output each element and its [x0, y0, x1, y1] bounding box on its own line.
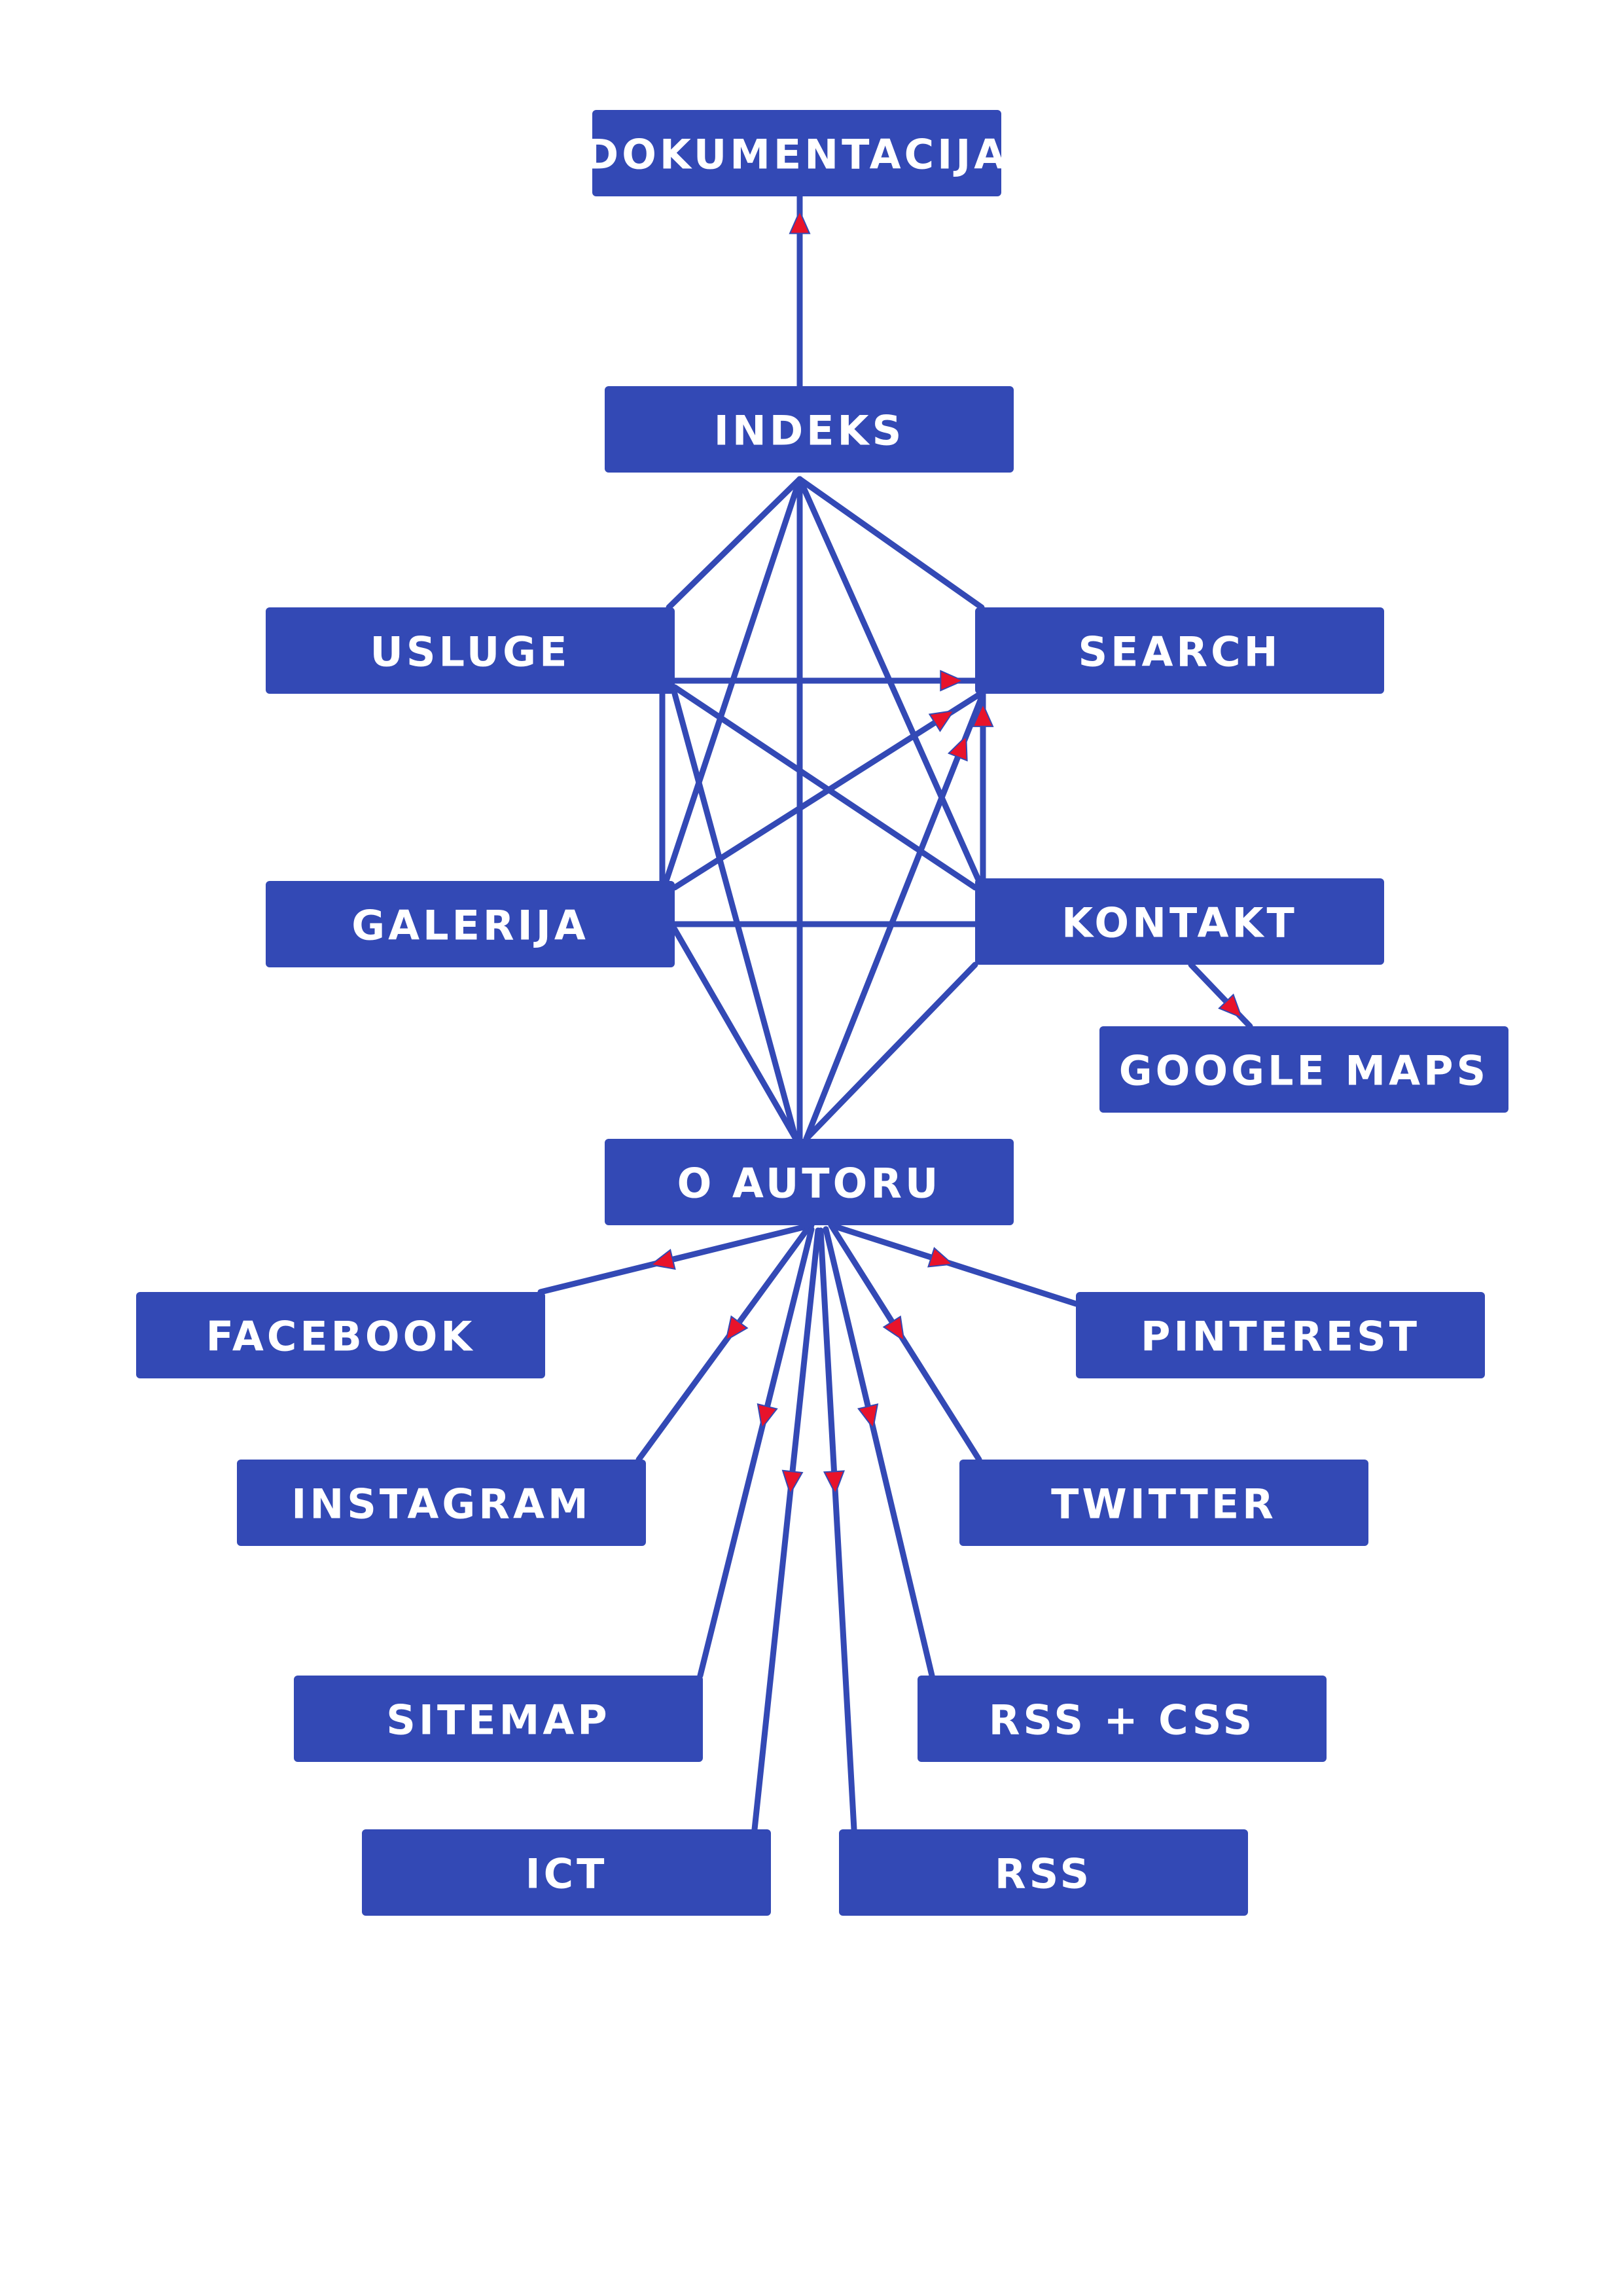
- arrowhead-o-autoru-to-facebook: [649, 1248, 676, 1270]
- edge-o-autoru-to-rss: [817, 1227, 857, 1833]
- node-instagram-label: INSTAGRAM: [291, 1480, 591, 1528]
- arrowhead-o-autoru-to-search: [947, 734, 968, 762]
- node-indeks-label: INDEKS: [714, 407, 904, 455]
- node-ict-box: [362, 1829, 771, 1916]
- arrowhead-o-autoru-to-instagram: [725, 1315, 749, 1342]
- node-facebook-label: FACEBOOK: [206, 1313, 476, 1361]
- arrowhead-o-autoru-to-pinterest: [927, 1247, 954, 1268]
- edge-o-autoru-to-sitemap: [697, 1226, 815, 1679]
- node-ict: ICT: [362, 1829, 771, 1916]
- node-o-autoru-box: [605, 1139, 1014, 1225]
- edge-indeks-to-search: [796, 476, 985, 611]
- node-o-autoru: O AUTORU: [605, 1139, 1014, 1225]
- node-rss-box: [839, 1829, 1248, 1916]
- node-google-maps-box: [1099, 1026, 1508, 1113]
- node-search: SEARCH: [975, 607, 1384, 694]
- node-dokumentacija: DOKUMENTACIJA: [585, 110, 1009, 196]
- node-rss-css: RSS + CSS: [918, 1676, 1327, 1762]
- node-twitter: TWITTER: [959, 1460, 1368, 1546]
- node-usluge-label: USLUGE: [370, 628, 571, 676]
- node-twitter-label: TWITTER: [1051, 1480, 1277, 1528]
- edge-usluge-to-kontakt: [671, 684, 978, 891]
- node-ict-label: ICT: [526, 1850, 608, 1898]
- nodes-layer: DOKUMENTACIJA INDEKS USLUGE SEARCH GALER…: [136, 110, 1508, 1916]
- node-rss: RSS: [839, 1829, 1248, 1916]
- arrowhead-o-autoru-to-rss: [823, 1470, 845, 1496]
- arrowhead-kontakt-to-google-maps: [1218, 993, 1243, 1019]
- edge-kontakt-to-o-autoru: [803, 961, 978, 1142]
- node-facebook: FACEBOOK: [136, 1292, 545, 1378]
- node-indeks: INDEKS: [605, 386, 1014, 473]
- node-facebook-box: [136, 1292, 545, 1378]
- node-pinterest-box: [1076, 1292, 1485, 1378]
- node-pinterest: PINTEREST: [1076, 1292, 1485, 1378]
- node-google-maps-label: GOOGLE MAPS: [1119, 1047, 1489, 1095]
- arrowhead-o-autoru-to-rss-css: [857, 1403, 879, 1430]
- node-search-label: SEARCH: [1078, 628, 1281, 676]
- node-rss-css-label: RSS + CSS: [989, 1696, 1256, 1744]
- node-kontakt: KONTAKT: [975, 878, 1384, 965]
- node-galerija-label: GALERIJA: [351, 902, 589, 950]
- node-pinterest-label: PINTEREST: [1141, 1313, 1420, 1361]
- node-sitemap-box: [294, 1676, 703, 1762]
- node-usluge-box: [266, 607, 675, 694]
- node-search-box: [975, 607, 1384, 694]
- arrowhead-o-autoru-to-twitter: [882, 1315, 905, 1342]
- node-dokumentacija-label: DOKUMENTACIJA: [585, 131, 1009, 179]
- node-sitemap-label: SITEMAP: [386, 1696, 611, 1744]
- edge-o-autoru-to-rss-css: [823, 1226, 935, 1679]
- edge-indeks-to-usluge: [666, 476, 803, 611]
- node-o-autoru-label: O AUTORU: [677, 1160, 942, 1208]
- node-rss-css-box: [918, 1676, 1327, 1762]
- node-sitemap: SITEMAP: [294, 1676, 703, 1762]
- edge-galerija-to-search: [671, 691, 984, 891]
- arrowhead-o-autoru-to-ict: [781, 1469, 804, 1496]
- edge-o-autoru-to-ict: [751, 1227, 821, 1833]
- node-instagram-box: [237, 1460, 646, 1546]
- edge-o-autoru-to-twitter: [828, 1222, 982, 1463]
- arrowhead-usluge-to-search: [940, 670, 965, 692]
- node-indeks-box: [605, 386, 1014, 473]
- edge-galerija-to-o-autoru: [671, 926, 799, 1142]
- arrowhead-indeks-to-dokumentacija: [789, 209, 811, 234]
- edge-o-autoru-to-instagram: [635, 1222, 813, 1463]
- edge-o-autoru-to-facebook: [537, 1222, 815, 1295]
- node-google-maps: GOOGLE MAPS: [1099, 1026, 1508, 1113]
- arrowhead-kontakt-to-search: [972, 702, 994, 727]
- arrowhead-o-autoru-to-sitemap: [757, 1403, 778, 1430]
- arrowhead-galerija-to-search: [928, 709, 955, 732]
- node-galerija-box: [266, 881, 675, 967]
- node-instagram: INSTAGRAM: [237, 1460, 646, 1546]
- node-twitter-box: [959, 1460, 1368, 1546]
- arrows-layer: [649, 209, 1243, 1496]
- node-dokumentacija-box: [592, 110, 1001, 196]
- node-rss-label: RSS: [995, 1850, 1092, 1898]
- node-kontakt-label: KONTAKT: [1061, 899, 1298, 947]
- node-galerija: GALERIJA: [266, 881, 675, 967]
- node-kontakt-box: [975, 878, 1384, 965]
- edge-usluge-to-o-autoru: [671, 691, 799, 1142]
- node-usluge: USLUGE: [266, 607, 675, 694]
- edge-o-autoru-to-search: [803, 691, 986, 1142]
- edges-layer: [537, 193, 1253, 1833]
